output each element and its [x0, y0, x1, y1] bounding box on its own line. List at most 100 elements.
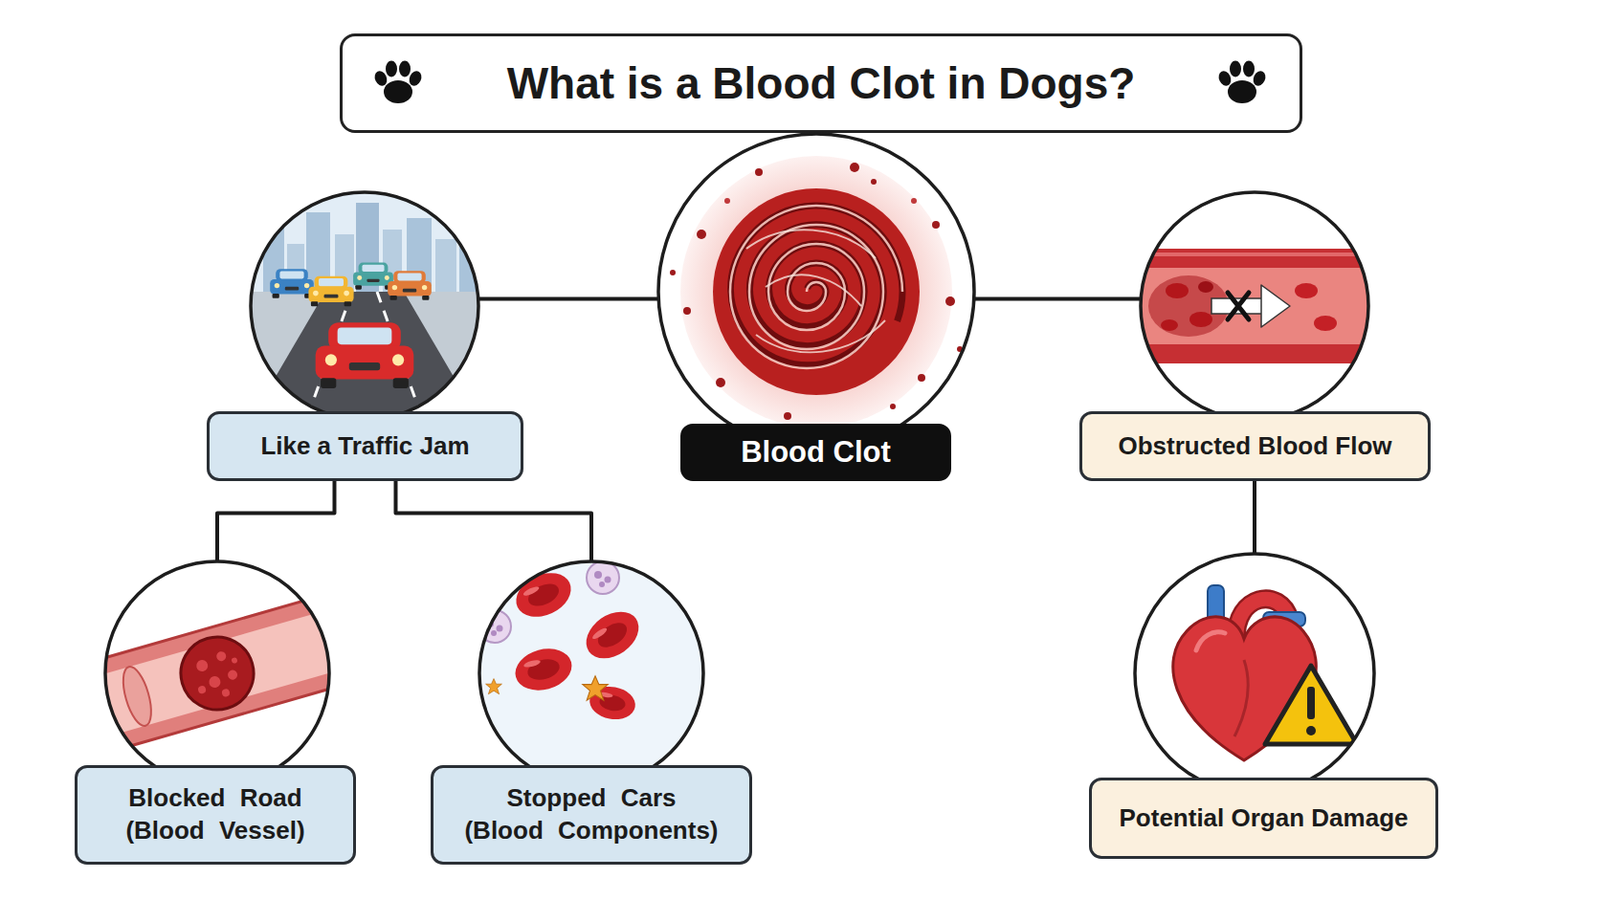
paw-icons [1216, 61, 1268, 105]
concept-label: Stopped Cars (Blood Components) [430, 765, 753, 866]
paw-icons [372, 61, 424, 105]
obstructed-vessel-illustration [1294, 283, 1318, 299]
connector-line [1252, 481, 1257, 555]
clot-illustration [709, 181, 927, 394]
traffic-illustration [308, 276, 354, 308]
blocked-vessel-illustration [230, 657, 238, 665]
heart-illustration [1173, 585, 1357, 761]
heart-illustration [1265, 666, 1357, 745]
concept-node: Like a Traffic Jam [206, 192, 524, 482]
node-label-text: Like a Traffic Jam [260, 430, 469, 464]
concept-circle [250, 192, 479, 421]
node-label-text: Obstructed Blood Flow [1118, 430, 1393, 464]
obstructed-vessel-illustration [1313, 315, 1337, 332]
connector-line [478, 297, 659, 302]
clot-illustration [849, 162, 860, 173]
blocked-vessel-illustration [221, 688, 231, 698]
concept-node: Blocked Road (Blood Vessel) [74, 561, 356, 866]
clot-illustration [724, 198, 731, 204]
heart-illustration [1306, 726, 1316, 736]
clot-illustration [715, 377, 726, 388]
node-label-text: Blocked Road (Blood Vessel) [108, 782, 323, 848]
clot-illustration [917, 374, 926, 382]
concept-label: Blood Clot [680, 423, 952, 482]
node-label-text: Potential Organ Damage [1119, 802, 1409, 836]
obstructed-vessel-illustration [1136, 248, 1377, 364]
blood-components-illustration [476, 558, 707, 789]
obstructed-vessel-illustration [1136, 252, 1377, 257]
concept-label: Blocked Road (Blood Vessel) [74, 765, 356, 866]
obstructed-vessel-illustration [1165, 283, 1189, 299]
obstructed-vessel-illustration [1261, 285, 1290, 328]
connector-line [974, 297, 1141, 302]
concept-circle [1134, 554, 1375, 794]
clot-illustration [669, 269, 676, 276]
clot-illustration [911, 198, 917, 204]
clot-illustration [755, 168, 763, 177]
node-label-text: Blood Clot [740, 433, 891, 472]
clot-illustration [945, 296, 956, 307]
blood-components-illustration [486, 679, 503, 695]
concept-circle [658, 133, 975, 450]
traffic-illustration [246, 189, 483, 431]
clot-illustration [683, 307, 691, 315]
clot-illustration [783, 412, 792, 421]
blood-components-illustration [476, 558, 707, 789]
heart-illustration [1234, 660, 1248, 737]
concept-label: Obstructed Blood Flow [1079, 411, 1431, 482]
clot-illustration [932, 221, 940, 229]
traffic-illustration [315, 322, 415, 389]
blocked-vessel-illustration [226, 668, 239, 681]
obstructed-vessel-illustration [1189, 311, 1213, 328]
blood-components-illustration [582, 676, 608, 701]
blocked-vessel-illustration [195, 659, 210, 674]
concept-node: Stopped Cars (Blood Components) [430, 561, 753, 866]
traffic-illustration [246, 291, 483, 426]
obstructed-vessel-illustration [1227, 292, 1249, 320]
obstructed-vessel-illustration [1136, 248, 1377, 364]
blood-components-illustration [577, 602, 647, 669]
connector-line [396, 481, 593, 562]
diagram-title: What is a Blood Clot in Dogs? [507, 57, 1136, 110]
traffic-illustration [387, 270, 432, 301]
traffic-illustration [435, 239, 457, 297]
concept-node: Potential Organ Damage [1088, 554, 1439, 860]
clot-illustration [746, 229, 886, 353]
concept-circle [1140, 192, 1369, 421]
clot-illustration [696, 229, 707, 240]
blood-components-illustration [586, 561, 620, 595]
blocked-vessel-illustration [215, 650, 227, 663]
traffic-illustration [353, 263, 394, 290]
circle-backgrounds [1134, 554, 1375, 794]
obstructed-vessel-illustration [1227, 292, 1249, 320]
concept-circle [105, 561, 330, 786]
heart-illustration [1196, 632, 1225, 651]
blocked-vessel-illustration [172, 628, 263, 719]
concept-label: Potential Organ Damage [1088, 777, 1439, 860]
concept-circle [479, 561, 704, 786]
blocked-vessel-illustration [117, 664, 157, 730]
connector-line [217, 481, 335, 562]
blood-components-illustration [488, 565, 512, 588]
obstructed-vessel-illustration [1160, 319, 1178, 332]
blocked-vessel-illustration [197, 685, 207, 695]
clot-illustration [889, 403, 896, 410]
obstructed-vessel-illustration [1198, 281, 1214, 293]
traffic-illustration [269, 268, 314, 299]
clot-illustration [870, 178, 877, 185]
blocked-vessel-illustration [87, 607, 353, 738]
blocked-vessel-illustration [207, 675, 223, 690]
concept-node: Obstructed Blood Flow [1079, 192, 1431, 482]
clot-illustration [680, 155, 953, 428]
title-box: What is a Blood Clot in Dogs? [339, 33, 1303, 134]
clot-illustration [669, 155, 963, 428]
concept-label: Like a Traffic Jam [206, 411, 524, 482]
circle-backgrounds [658, 133, 975, 450]
obstructed-vessel-illustration [1136, 267, 1377, 345]
heart-illustration [1307, 687, 1315, 720]
blood-components-illustration [511, 643, 578, 697]
clot-illustration [730, 205, 903, 369]
node-label-text: Stopped Cars (Blood Components) [462, 782, 721, 848]
